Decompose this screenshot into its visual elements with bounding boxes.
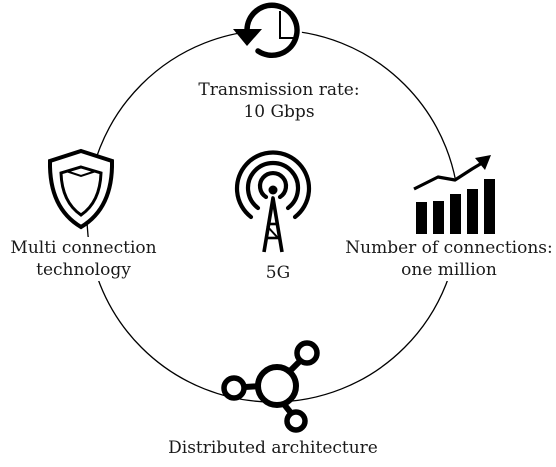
label-line: one million <box>401 260 497 280</box>
label-line: technology <box>36 260 131 280</box>
growth-chart-icon <box>403 155 495 238</box>
antenna-tower-icon <box>234 150 312 253</box>
label-line: Multi connection <box>10 238 157 258</box>
label-line: 5G <box>265 263 291 283</box>
label-line: 10 Gbps <box>243 102 315 122</box>
node-label-number-of-connections: Number of connections: one million <box>345 237 553 281</box>
center-label-5g: 5G <box>248 262 308 284</box>
label-line: Transmission rate: <box>198 80 360 100</box>
node-label-transmission-rate: Transmission rate: 10 Gbps <box>193 79 365 123</box>
clock-history-icon <box>233 0 302 62</box>
node-label-distributed-architecture: Distributed architecture <box>152 437 394 459</box>
label-line: Distributed architecture <box>168 438 378 458</box>
node-label-multi-connection: Multi connection technology <box>6 237 161 281</box>
shield-icon <box>47 148 115 230</box>
network-hub-icon <box>221 340 320 433</box>
label-line: Number of connections: <box>345 238 553 258</box>
